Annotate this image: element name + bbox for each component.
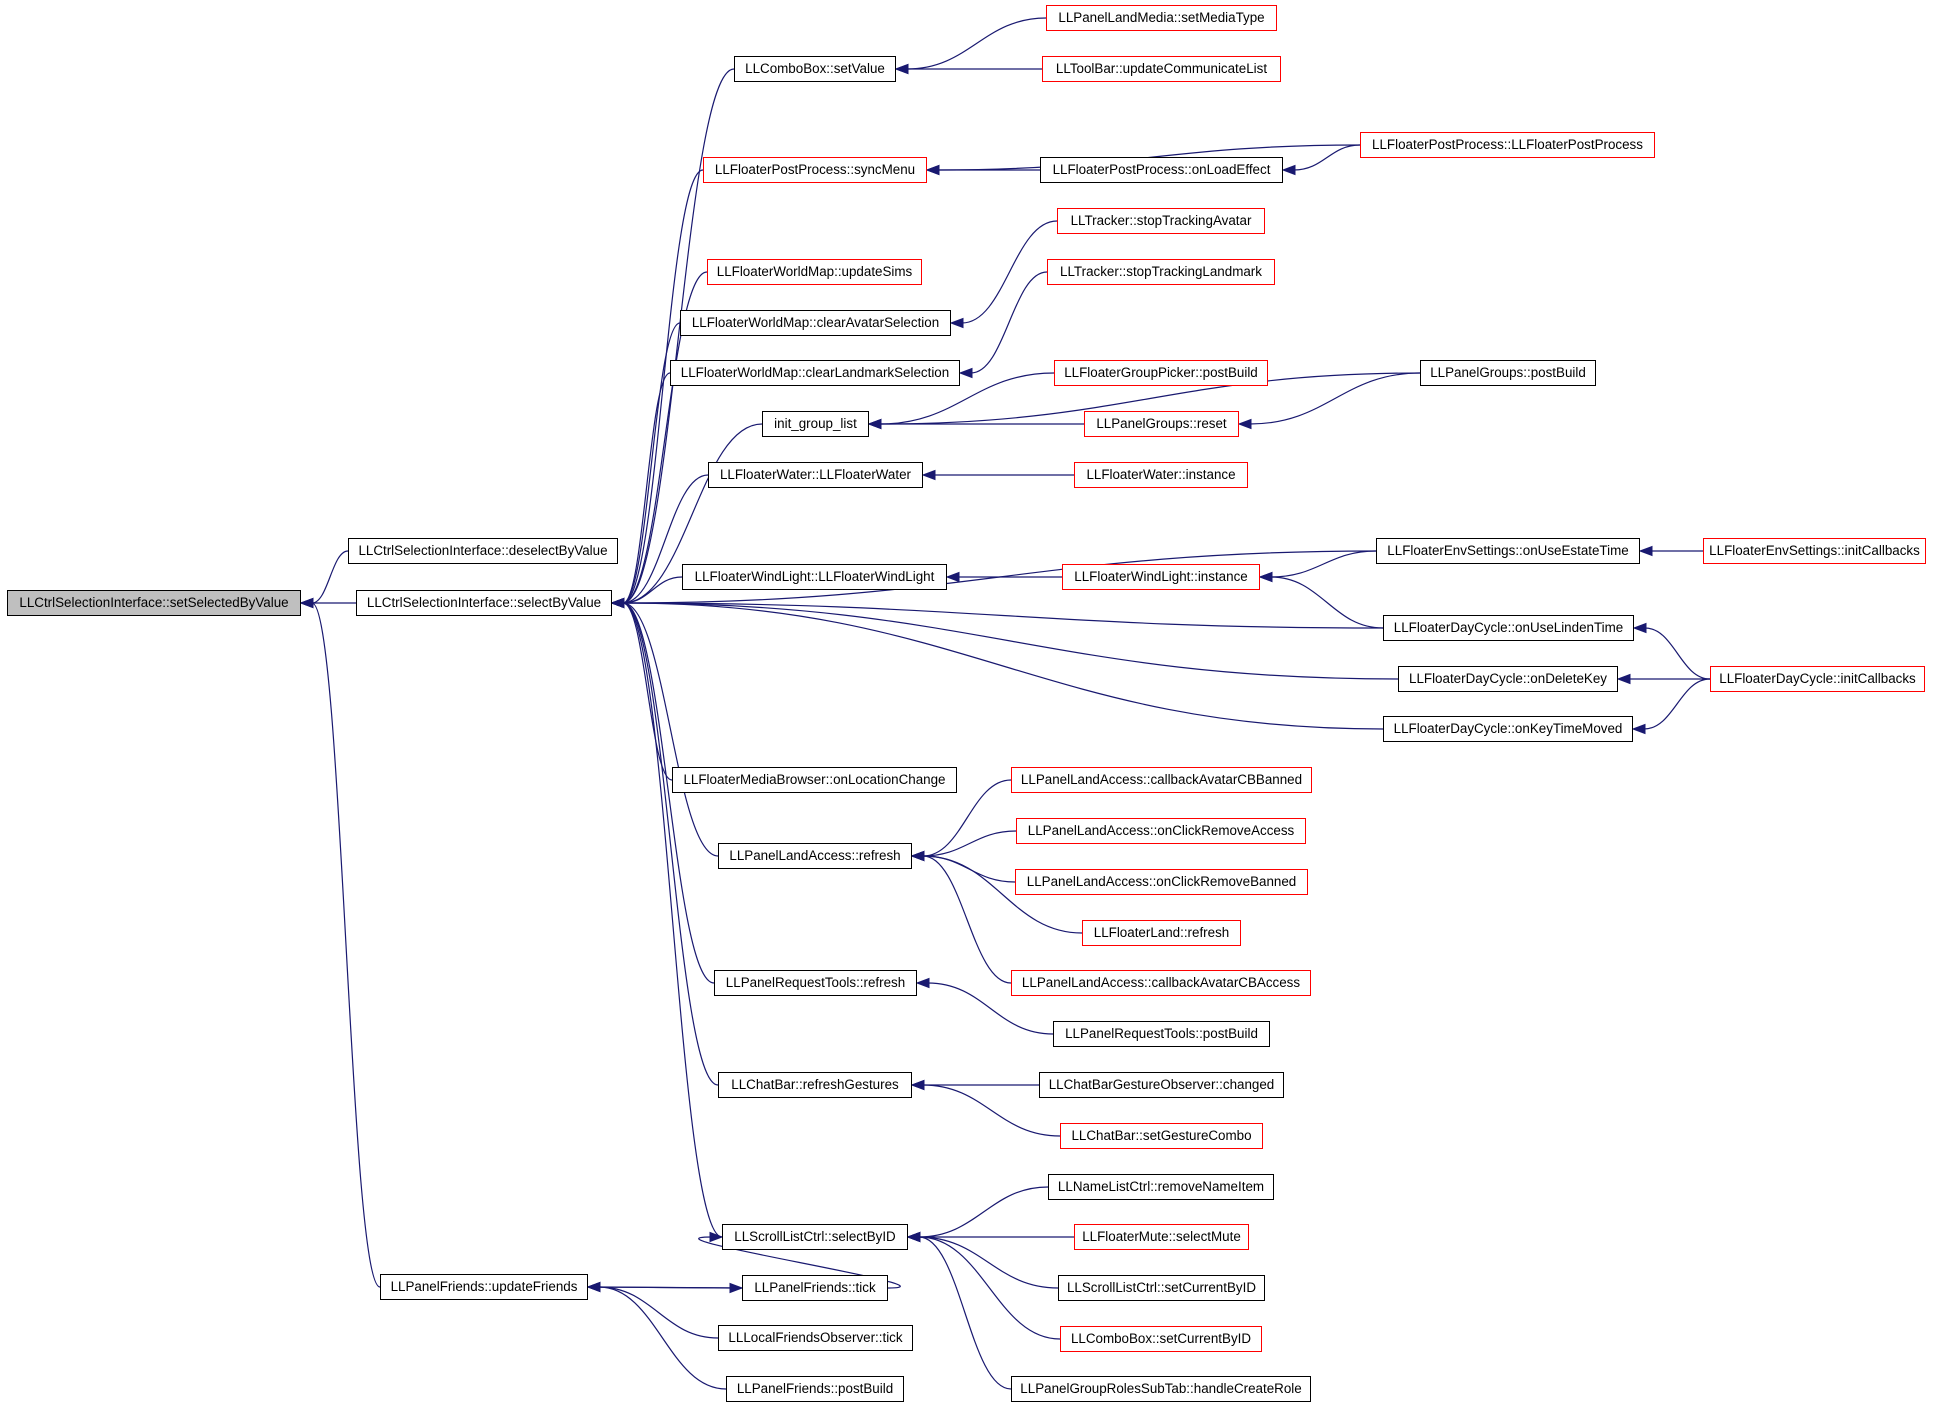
node-panel-land-access-callback-avatar-cb-access[interactable]: LLPanelLandAccess::callbackAvatarCBAcces… (1011, 970, 1311, 996)
node-panel-friends-post-build[interactable]: LLPanelFriends::postBuild (726, 1376, 904, 1402)
node-name-list-ctrl-remove-name-item[interactable]: LLNameListCtrl::removeNameItem (1048, 1174, 1274, 1200)
node-combo-box-set-value[interactable]: LLComboBox::setValue (734, 56, 896, 82)
node-tracker-stop-tracking-landmark[interactable]: LLTracker::stopTrackingLandmark (1047, 259, 1275, 285)
node-panel-friends-tick[interactable]: LLPanelFriends::tick (742, 1275, 888, 1301)
node-floater-post-process-ctor[interactable]: LLFloaterPostProcess::LLFloaterPostProce… (1360, 132, 1655, 158)
node-chat-bar-gesture-observer-changed[interactable]: LLChatBarGestureObserver::changed (1039, 1072, 1284, 1098)
node-floater-world-map-clear-landmark-selection[interactable]: LLFloaterWorldMap::clearLandmarkSelectio… (670, 360, 960, 386)
node-combo-box-set-current-by-id[interactable]: LLComboBox::setCurrentByID (1060, 1326, 1262, 1352)
node-panel-land-access-on-click-remove-banned[interactable]: LLPanelLandAccess::onClickRemoveBanned (1015, 869, 1308, 895)
node-set-selected-by-value: LLCtrlSelectionInterface::setSelectedByV… (7, 590, 301, 616)
edge-panel-groups-post-build-to-init-group-list (867, 372, 1421, 430)
edge-floater-day-cycle-on-use-linden-time-to-select-by-value (610, 597, 1384, 629)
node-floater-world-map-clear-avatar-selection[interactable]: LLFloaterWorldMap::clearAvatarSelection (680, 310, 951, 336)
edge-chat-bar-set-gesture-combo-to-chat-bar-refresh-gestures (910, 1079, 1061, 1137)
edge-panel-land-access-refresh-to-select-by-value (610, 597, 719, 857)
edge-panel-friends-tick-to-scroll-list-ctrl-select-by-id (698, 1231, 901, 1289)
edge-floater-env-settings-init-callbacks-to-floater-env-settings-on-use-estate-time (1638, 545, 1703, 557)
node-floater-media-browser-on-location-change[interactable]: LLFloaterMediaBrowser::onLocationChange (672, 767, 957, 793)
node-floater-env-settings-init-callbacks[interactable]: LLFloaterEnvSettings::initCallbacks (1703, 538, 1926, 564)
node-panel-groups-reset[interactable]: LLPanelGroups::reset (1084, 411, 1239, 437)
node-local-friends-observer-tick[interactable]: LLLocalFriendsObserver::tick (718, 1325, 913, 1351)
node-floater-mute-select-mute[interactable]: LLFloaterMute::selectMute (1074, 1224, 1249, 1250)
node-select-by-value[interactable]: LLCtrlSelectionInterface::selectByValue (356, 590, 612, 616)
edge-tool-bar-update-communicate-list-to-combo-box-set-value (894, 63, 1042, 75)
node-panel-land-access-refresh[interactable]: LLPanelLandAccess::refresh (718, 843, 912, 869)
node-panel-land-access-on-click-remove-access[interactable]: LLPanelLandAccess::onClickRemoveAccess (1016, 818, 1306, 844)
node-panel-group-roles-sub-tab-handle-create-role[interactable]: LLPanelGroupRolesSubTab::handleCreateRol… (1011, 1376, 1311, 1402)
node-scroll-list-ctrl-set-current-by-id[interactable]: LLScrollListCtrl::setCurrentByID (1058, 1275, 1265, 1301)
edge-panel-groups-post-build-to-panel-groups-reset (1237, 372, 1421, 430)
node-init-group-list[interactable]: init_group_list (762, 411, 869, 437)
node-panel-land-access-callback-avatar-cb-banned[interactable]: LLPanelLandAccess::callbackAvatarCBBanne… (1011, 767, 1312, 793)
edge-floater-day-cycle-on-key-time-moved-to-select-by-value (610, 597, 1384, 730)
node-panel-request-tools-post-build[interactable]: LLPanelRequestTools::postBuild (1053, 1021, 1270, 1047)
node-panel-request-tools-refresh[interactable]: LLPanelRequestTools::refresh (714, 970, 917, 996)
node-floater-wind-light-instance[interactable]: LLFloaterWindLight::instance (1062, 564, 1260, 590)
edge-floater-day-cycle-init-callbacks-to-floater-day-cycle-on-delete-key (1616, 673, 1710, 685)
node-floater-wind-light-ctor[interactable]: LLFloaterWindLight::LLFloaterWindLight (682, 564, 947, 590)
edge-local-friends-observer-tick-to-panel-friends-update-friends (586, 1281, 719, 1339)
node-deselect-by-value[interactable]: LLCtrlSelectionInterface::deselectByValu… (348, 538, 618, 564)
node-floater-day-cycle-on-use-linden-time[interactable]: LLFloaterDayCycle::onUseLindenTime (1383, 615, 1634, 641)
node-chat-bar-set-gesture-combo[interactable]: LLChatBar::setGestureCombo (1060, 1123, 1263, 1149)
edge-floater-post-process-ctor-to-floater-post-process-on-load-effect (1281, 144, 1361, 176)
edge-panel-friends-post-build-to-panel-friends-update-friends (586, 1281, 727, 1390)
edge-floater-post-process-sync-menu-to-select-by-value (610, 169, 704, 609)
edge-panel-friends-update-friends-to-set-selected-by-value (299, 597, 381, 1288)
edge-panel-friends-update-friends-to-panel-friends-tick (587, 1282, 744, 1294)
edge-scroll-list-ctrl-select-by-id-to-select-by-value (610, 597, 723, 1238)
edge-floater-day-cycle-on-use-linden-time-to-floater-wind-light-instance (1258, 571, 1384, 629)
node-floater-env-settings-on-use-estate-time[interactable]: LLFloaterEnvSettings::onUseEstateTime (1376, 538, 1640, 564)
node-floater-group-picker-post-build[interactable]: LLFloaterGroupPicker::postBuild (1054, 360, 1268, 386)
node-panel-friends-update-friends[interactable]: LLPanelFriends::updateFriends (380, 1274, 588, 1300)
edge-panel-group-roles-sub-tab-handle-create-role-to-scroll-list-ctrl-select-by-id (906, 1231, 1012, 1390)
node-panel-groups-post-build[interactable]: LLPanelGroups::postBuild (1420, 360, 1596, 386)
node-floater-day-cycle-on-key-time-moved[interactable]: LLFloaterDayCycle::onKeyTimeMoved (1383, 716, 1633, 742)
node-scroll-list-ctrl-select-by-id[interactable]: LLScrollListCtrl::selectByID (722, 1224, 908, 1250)
node-panel-land-media-set-media-type[interactable]: LLPanelLandMedia::setMediaType (1046, 5, 1277, 31)
edge-floater-water-instance-to-floater-water-ctor (921, 469, 1075, 481)
node-floater-post-process-on-load-effect[interactable]: LLFloaterPostProcess::onLoadEffect (1040, 157, 1283, 183)
edge-name-list-ctrl-remove-name-item-to-scroll-list-ctrl-select-by-id (906, 1186, 1049, 1243)
edge-panel-land-media-set-media-type-to-combo-box-set-value (894, 17, 1047, 75)
node-floater-world-map-update-sims[interactable]: LLFloaterWorldMap::updateSims (707, 259, 922, 285)
node-floater-water-ctor[interactable]: LLFloaterWater::LLFloaterWater (708, 462, 923, 488)
node-tool-bar-update-communicate-list[interactable]: LLToolBar::updateCommunicateList (1042, 56, 1281, 82)
edge-floater-day-cycle-init-callbacks-to-floater-day-cycle-on-key-time-moved (1631, 678, 1711, 735)
node-floater-water-instance[interactable]: LLFloaterWater::instance (1074, 462, 1248, 488)
edge-floater-wind-light-instance-to-floater-wind-light-ctor (945, 571, 1062, 583)
node-floater-day-cycle-on-delete-key[interactable]: LLFloaterDayCycle::onDeleteKey (1398, 666, 1618, 692)
node-floater-post-process-sync-menu[interactable]: LLFloaterPostProcess::syncMenu (703, 157, 927, 183)
node-chat-bar-refresh-gestures[interactable]: LLChatBar::refreshGestures (718, 1072, 912, 1098)
edge-combo-box-set-value-to-select-by-value (610, 68, 735, 609)
edge-tracker-stop-tracking-avatar-to-floater-world-map-clear-avatar-selection (949, 220, 1058, 329)
edge-floater-day-cycle-init-callbacks-to-floater-day-cycle-on-use-linden-time (1632, 622, 1711, 680)
edge-floater-mute-select-mute-to-scroll-list-ctrl-select-by-id (906, 1231, 1074, 1243)
node-floater-day-cycle-init-callbacks[interactable]: LLFloaterDayCycle::initCallbacks (1710, 666, 1925, 692)
edge-tracker-stop-tracking-landmark-to-floater-world-map-clear-landmark-selection (958, 271, 1048, 379)
edge-deselect-by-value-to-set-selected-by-value (299, 550, 349, 609)
edge-panel-request-tools-post-build-to-panel-request-tools-refresh (915, 977, 1054, 1035)
node-tracker-stop-tracking-avatar[interactable]: LLTracker::stopTrackingAvatar (1057, 208, 1265, 234)
edge-panel-land-access-callback-avatar-cb-access-to-panel-land-access-refresh (910, 850, 1012, 984)
node-floater-land-refresh[interactable]: LLFloaterLand::refresh (1082, 920, 1241, 946)
